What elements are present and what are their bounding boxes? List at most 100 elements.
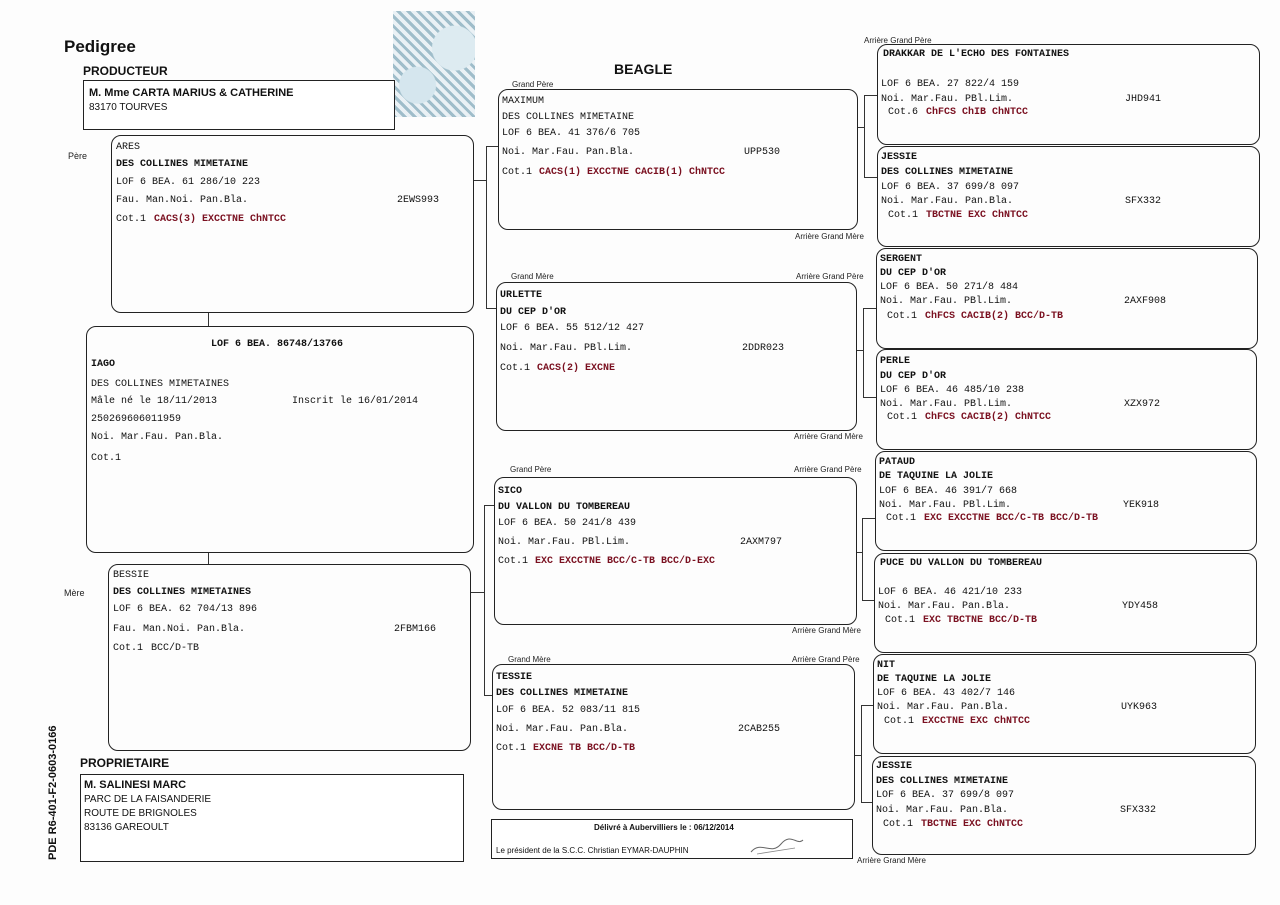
dog-lof: LOF 6 BEA. 37 699/8 097 [876, 790, 1015, 801]
subject-cot: Cot.1 [91, 453, 122, 464]
dog-tattoo: 2EWS993 [397, 195, 440, 206]
dog-color: Fau. Man.Noi. Pan.Bla. [116, 195, 249, 206]
dog-lof: LOF 6 BEA. 27 822/4 159 [881, 79, 1020, 90]
dog-affix: DU CEP D'OR [500, 307, 567, 318]
dog-affix: DE TAQUINE LA JOLIE [877, 674, 992, 685]
grand-pere-label: Grand Père [512, 80, 554, 89]
dog-name: TESSIE [496, 672, 533, 683]
subject-name: IAGO [91, 359, 116, 370]
arriere-grand-mere-label: Arrière Grand Mère [794, 432, 863, 441]
dog-lof: LOF 6 BEA. 37 699/8 097 [881, 182, 1020, 193]
dog-color: Noi. Mar.Fau. Pan.Bla. [876, 805, 1009, 816]
dog-affix: DU CEP D'OR [880, 268, 947, 279]
dog-cot: Cot.1 [888, 210, 919, 221]
owner-label: PROPRIETAIRE [80, 756, 170, 770]
dog-cot: Cot.1 [500, 363, 531, 374]
great-grandparent-card: PERLE DU CEP D'OR LOF 6 BEA. 46 485/10 2… [876, 349, 1257, 450]
great-grandparent-card: PUCE DU VALLON DU TOMBEREAU LOF 6 BEA. 4… [874, 553, 1257, 653]
dog-name: JESSIE [876, 761, 913, 772]
dog-affix: DES COLLINES MIMETAINE [116, 159, 249, 170]
dog-name: URLETTE [500, 290, 543, 301]
great-grandparent-card: JESSIE DES COLLINES MIMETAINE LOF 6 BEA.… [872, 756, 1256, 855]
dog-color: Noi. Mar.Fau. Pan.Bla. [881, 196, 1014, 207]
grandparent-card: MAXIMUM DES COLLINES MIMETAINE LOF 6 BEA… [498, 89, 858, 230]
dog-lof: LOF 6 BEA. 46 391/7 668 [879, 486, 1018, 497]
dog-affix: DE TAQUINE LA JOLIE [879, 471, 994, 482]
dog-lof: LOF 6 BEA. 43 402/7 146 [877, 688, 1016, 699]
connector [208, 312, 209, 326]
dog-color: Noi. Mar.Fau. PBl.Lim. [881, 94, 1014, 105]
dog-lof: LOF 6 BEA. 62 704/13 896 [113, 604, 258, 615]
owner-box: M. SALINESI MARC PARC DE LA FAISANDERIE … [80, 774, 464, 862]
grand-pere-label: Grand Père [510, 465, 552, 474]
dog-titles: BCC/D-TB [151, 643, 200, 654]
dog-tattoo: YDY458 [1122, 601, 1159, 612]
pere-label: Père [68, 151, 88, 161]
dog-affix: DU CEP D'OR [880, 371, 947, 382]
dog-titles: EXC EXCCTNE BCC/C-TB BCC/D-EXC [535, 556, 716, 567]
connector [484, 505, 485, 695]
dog-cot: Cot.1 [885, 615, 916, 626]
arriere-grand-pere-label: Arrière Grand Père [792, 655, 860, 664]
connector [862, 518, 863, 600]
dog-titles: ChFCS ChIB ChNTCC [926, 107, 1029, 118]
great-grandparent-card: JESSIE DES COLLINES MIMETAINE LOF 6 BEA.… [877, 146, 1260, 247]
scc-logo [393, 11, 475, 117]
dog-tattoo: JHD941 [1125, 94, 1162, 105]
dog-cot: Cot.1 [113, 643, 144, 654]
dog-color: Noi. Mar.Fau. PBl.Lim. [880, 399, 1013, 410]
subject-inscrit: Inscrit le 16/01/2014 [292, 396, 419, 407]
dog-cot: Cot.1 [883, 819, 914, 830]
dog-tattoo: YEK918 [1123, 500, 1160, 511]
breed-title: BEAGLE [614, 61, 673, 77]
connector [864, 95, 877, 96]
producer-box: M. Mme CARTA MARIUS & CATHERINE 83170 TO… [83, 80, 395, 130]
producer-address: 83170 TOURVES [89, 102, 168, 113]
dog-lof: LOF 6 BEA. 50 241/8 439 [498, 518, 637, 529]
grandparent-card: TESSIE DES COLLINES MIMETAINE LOF 6 BEA.… [492, 664, 855, 810]
dog-color: Fau. Man.Noi. Pan.Bla. [113, 624, 246, 635]
grand-mere-label: Grand Mère [508, 655, 551, 664]
producer-name: M. Mme CARTA MARIUS & CATHERINE [89, 87, 294, 99]
subject-birth: Mâle né le 18/11/2013 [91, 396, 218, 407]
arriere-grand-mere-label: Arrière Grand Mère [857, 856, 926, 865]
subject-lof: LOF 6 BEA. 86748/13766 [211, 339, 344, 350]
dog-tattoo: 2FBM166 [394, 624, 437, 635]
delivery-text: Délivré à Aubervilliers le : 06/12/2014 [594, 823, 734, 832]
dog-affix: DES COLLINES MIMETAINE [876, 776, 1009, 787]
arriere-grand-pere-label: Arrière Grand Père [794, 465, 862, 474]
subject-color: Noi. Mar.Fau. Pan.Bla. [91, 432, 224, 443]
dog-color: Noi. Mar.Fau. PBl.Lim. [500, 343, 633, 354]
dog-cot: Cot.6 [888, 107, 919, 118]
dog-titles: EXC TBCTNE BCC/D-TB [923, 615, 1038, 626]
dog-titles: TBCTNE EXC ChNTCC [921, 819, 1024, 830]
dog-tattoo: 2AXM797 [740, 537, 783, 548]
page-title: Pedigree [64, 37, 136, 56]
connector [486, 146, 487, 308]
connector [484, 505, 494, 506]
dog-cot: Cot.1 [886, 513, 917, 524]
dog-titles: EXC EXCCTNE BCC/C-TB BCC/D-TB [924, 513, 1099, 524]
connector [470, 592, 484, 593]
dog-lof: LOF 6 BEA. 55 512/12 427 [500, 323, 645, 334]
dog-titles: CACS(3) EXCCTNE ChNTCC [154, 214, 287, 225]
connector [862, 518, 875, 519]
subject-chip: 250269606011959 [91, 414, 182, 425]
dog-cot: Cot.1 [116, 214, 147, 225]
owner-address-line: PARC DE LA FAISANDERIE [84, 794, 212, 805]
signature-icon [750, 838, 804, 855]
dog-name: SICO [498, 486, 523, 497]
dog-name: DRAKKAR DE L'ECHO DES FONTAINES [883, 49, 1070, 60]
connector [857, 552, 862, 553]
dog-tattoo: XZX972 [1124, 399, 1161, 410]
dog-name: MAXIMUM [502, 96, 545, 107]
dog-color: Noi. Mar.Fau. PBl.Lim. [498, 537, 631, 548]
connector [208, 552, 209, 564]
dog-color: Noi. Mar.Fau. Pan.Bla. [502, 147, 635, 158]
dog-lof: LOF 6 BEA. 52 083/11 815 [496, 705, 641, 716]
dog-name: JESSIE [881, 152, 918, 163]
connector [864, 95, 865, 177]
grandparent-card: SICO DU VALLON DU TOMBEREAU LOF 6 BEA. 5… [494, 477, 857, 625]
dog-titles: EXCNE TB BCC/D-TB [533, 743, 636, 754]
connector [861, 705, 862, 802]
